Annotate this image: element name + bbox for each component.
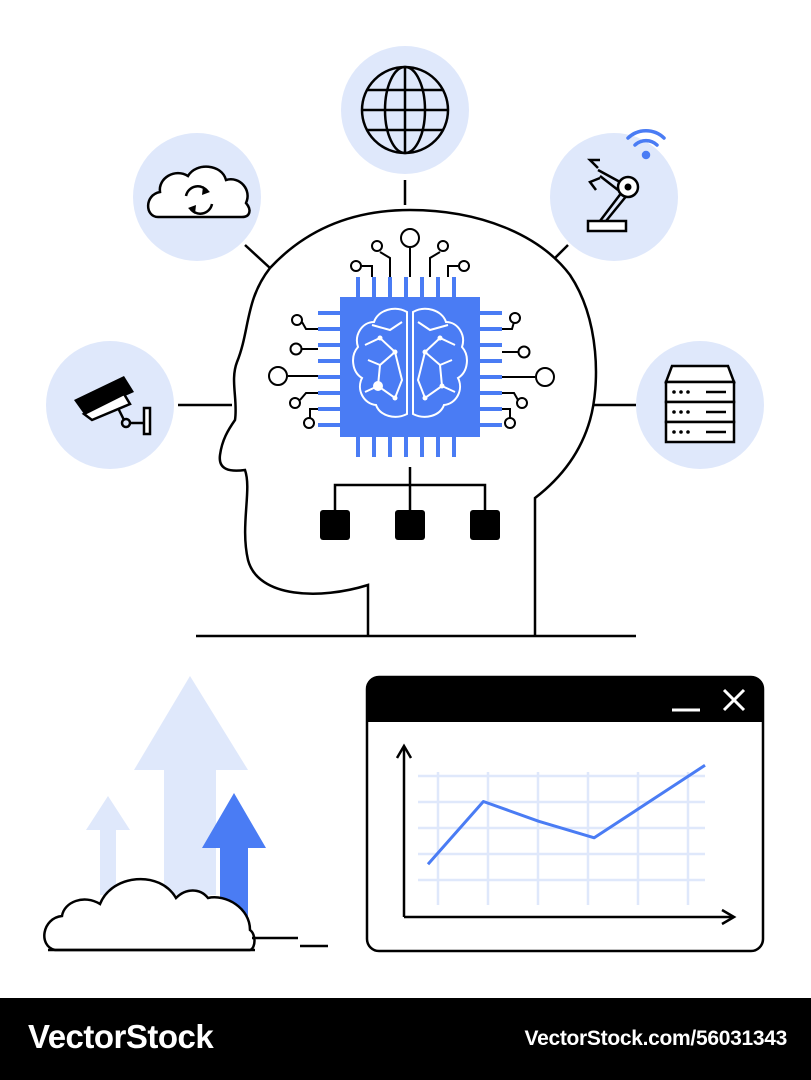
chart-series-line (426, 763, 706, 866)
ai-chip-brain-icon (318, 277, 502, 457)
line-chart-window-icon (365, 675, 765, 953)
footer-bar: VectorStock VectorStock.com/56031343 (0, 998, 811, 1080)
cloud-sync-icon (133, 133, 261, 261)
security-camera-icon (46, 341, 174, 469)
chart-window-titlebar (367, 677, 763, 722)
chart-x-axis-arrow (721, 908, 737, 926)
globe-icon (341, 46, 469, 174)
network-nodes (320, 467, 500, 540)
chart-y-axis-arrow (395, 743, 413, 759)
connector-lines (178, 180, 636, 407)
stock-image-id: VectorStock.com/56031343 (524, 1027, 788, 1050)
line-chart (395, 743, 737, 926)
server-rack-icon (636, 341, 764, 469)
growth-arrows-icon (43, 676, 328, 952)
close-icon (722, 688, 746, 712)
circuit-traces (268, 228, 555, 429)
robot-arm-icon (550, 133, 678, 261)
wifi-icon (626, 129, 666, 160)
brand-logo-text: VectorStock (28, 1018, 214, 1055)
